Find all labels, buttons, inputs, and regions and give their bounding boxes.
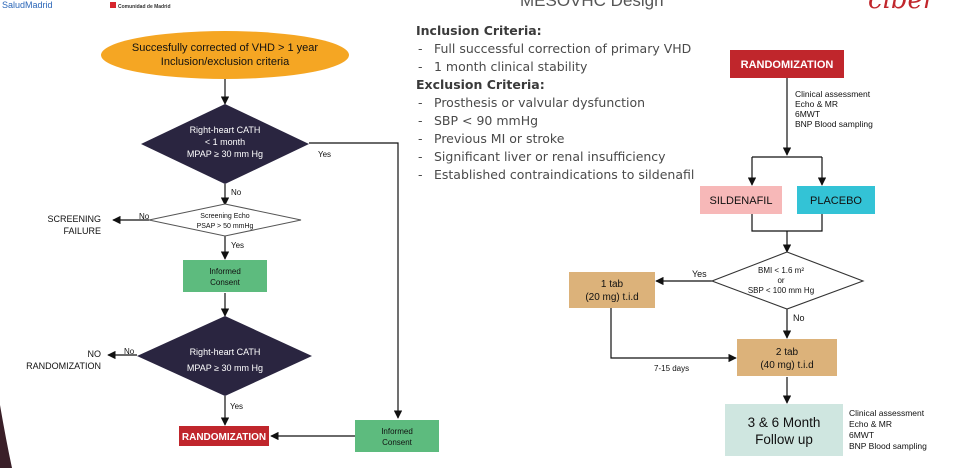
echo-yes-label: Yes: [231, 241, 244, 250]
consent2-line-2: Consent: [382, 438, 413, 447]
start-ellipse: [101, 31, 349, 79]
followup-line-1: 3 & 6 Month: [748, 415, 821, 430]
decision-line-3: SBP < 100 mm Hg: [748, 286, 814, 295]
no-randomization-line-1: NO: [88, 349, 102, 359]
sildenafil-label: SILDENAFIL: [710, 195, 773, 207]
placebo-box: [797, 186, 875, 214]
echo-diamond: [148, 203, 302, 237]
followup-box: [725, 404, 843, 456]
exclusion-title: Exclusion Criteria:: [416, 77, 545, 92]
dose2-line-2: (40 mg) t.i.d: [760, 360, 813, 371]
echo-no-label: No: [139, 212, 150, 221]
dose-1tab-box: [569, 272, 655, 308]
sildenafil-box: [700, 186, 782, 214]
cath2-diamond: [137, 316, 312, 396]
dose2-line-1: 2 tab: [776, 347, 799, 358]
baseline-test-4: BNP Blood sampling: [795, 119, 873, 129]
cath2-yes-label: Yes: [230, 402, 243, 411]
screening-failure-line-1: SCREENING: [47, 214, 101, 224]
cath2-no-label: No: [124, 347, 135, 356]
cath2-line-1: Right-heart CATH: [190, 347, 261, 357]
informed-consent-box-2: [355, 420, 439, 452]
no-randomization-line-2: RANDOMIZATION: [26, 361, 101, 371]
echo-line-2: PSAP > 50 mmHg: [197, 223, 254, 230]
dose1-line-2: (20 mg) t.i.d: [585, 292, 638, 303]
right-flowchart: RANDOMIZATION Clinical assessment Echo &…: [569, 50, 927, 456]
exclusion-item: Significant liver or renal insufficiency: [416, 148, 746, 166]
header: SaludMadrid Comunidad de Madrid MESOVHC …: [2, 0, 937, 15]
decision-line-2: or: [777, 276, 784, 285]
exclusion-item: SBP < 90 mmHg: [416, 112, 746, 130]
comunidad-logo: Comunidad de Madrid: [118, 4, 171, 10]
inclusion-title: Inclusion Criteria:: [416, 23, 542, 38]
saludmadrid-logo: SaludMadrid: [2, 0, 53, 10]
cath2-line-2: MPAP ≥ 30 mm Hg: [187, 363, 263, 373]
madrid-flag-icon: [110, 2, 116, 8]
randomization-label-right: RANDOMIZATION: [741, 59, 834, 71]
informed-consent-box-1: [183, 260, 267, 292]
consent1-line-1: Informed: [209, 267, 241, 276]
followup-test-4: BNP Blood sampling: [849, 441, 927, 451]
exclusion-item: Established contraindications to sildena…: [416, 166, 746, 184]
cath1-diamond: [141, 104, 309, 184]
exclusion-item: Prosthesis or valvular dysfunction: [416, 94, 746, 112]
dose-2tab-box: [737, 339, 837, 376]
decision-no-label: No: [793, 313, 805, 323]
consent1-line-2: Consent: [210, 278, 241, 287]
decision-yes-label: Yes: [692, 269, 707, 279]
baseline-test-2: Echo & MR: [795, 99, 838, 109]
decision-line-1: BMI < 1.6 m²: [758, 266, 804, 275]
cath1-line-2: < 1 month: [205, 137, 245, 147]
followup-test-3: 6MWT: [849, 430, 874, 440]
baseline-test-3: 6MWT: [795, 109, 820, 119]
placebo-label: PLACEBO: [810, 195, 862, 207]
start-line-2: Inclusion/exclusion criteria: [161, 56, 290, 68]
ciber-logo: ciber: [868, 0, 937, 15]
cath1-no-label: No: [231, 188, 242, 197]
left-flowchart: Succesfully corrected of VHD > 1 year In…: [26, 31, 439, 452]
screening-failure-line-2: FAILURE: [63, 226, 101, 236]
dose-decision-diamond: [710, 251, 865, 310]
followup-test-2: Echo & MR: [849, 419, 892, 429]
page-title: MESOVHC Design: [520, 0, 664, 10]
baseline-test-1: Clinical assessment: [795, 89, 871, 99]
start-line-1: Succesfully corrected of VHD > 1 year: [132, 42, 318, 54]
corner-decoration: [0, 405, 12, 468]
cath1-yes-label: Yes: [318, 150, 331, 159]
cath1-line-3: MPAP ≥ 30 mm Hg: [187, 149, 263, 159]
followup-test-1: Clinical assessment: [849, 408, 925, 418]
inclusion-item: Full successful correction of primary VH…: [416, 40, 746, 58]
exclusion-item: Previous MI or stroke: [416, 130, 746, 148]
consent2-line-1: Informed: [381, 427, 413, 436]
criteria-panel: Inclusion Criteria: Full successful corr…: [416, 22, 746, 184]
followup-line-2: Follow up: [755, 432, 813, 447]
randomization-label-left: RANDOMIZATION: [182, 432, 266, 443]
inclusion-item: 1 month clinical stability: [416, 58, 746, 76]
randomization-box-right: [730, 50, 844, 78]
dose1-line-1: 1 tab: [601, 279, 624, 290]
echo-line-1: Screening Echo: [200, 213, 250, 220]
cath1-line-1: Right-heart CATH: [190, 125, 261, 135]
randomization-box-left: [179, 426, 269, 446]
interval-label: 7-15 days: [654, 364, 689, 373]
